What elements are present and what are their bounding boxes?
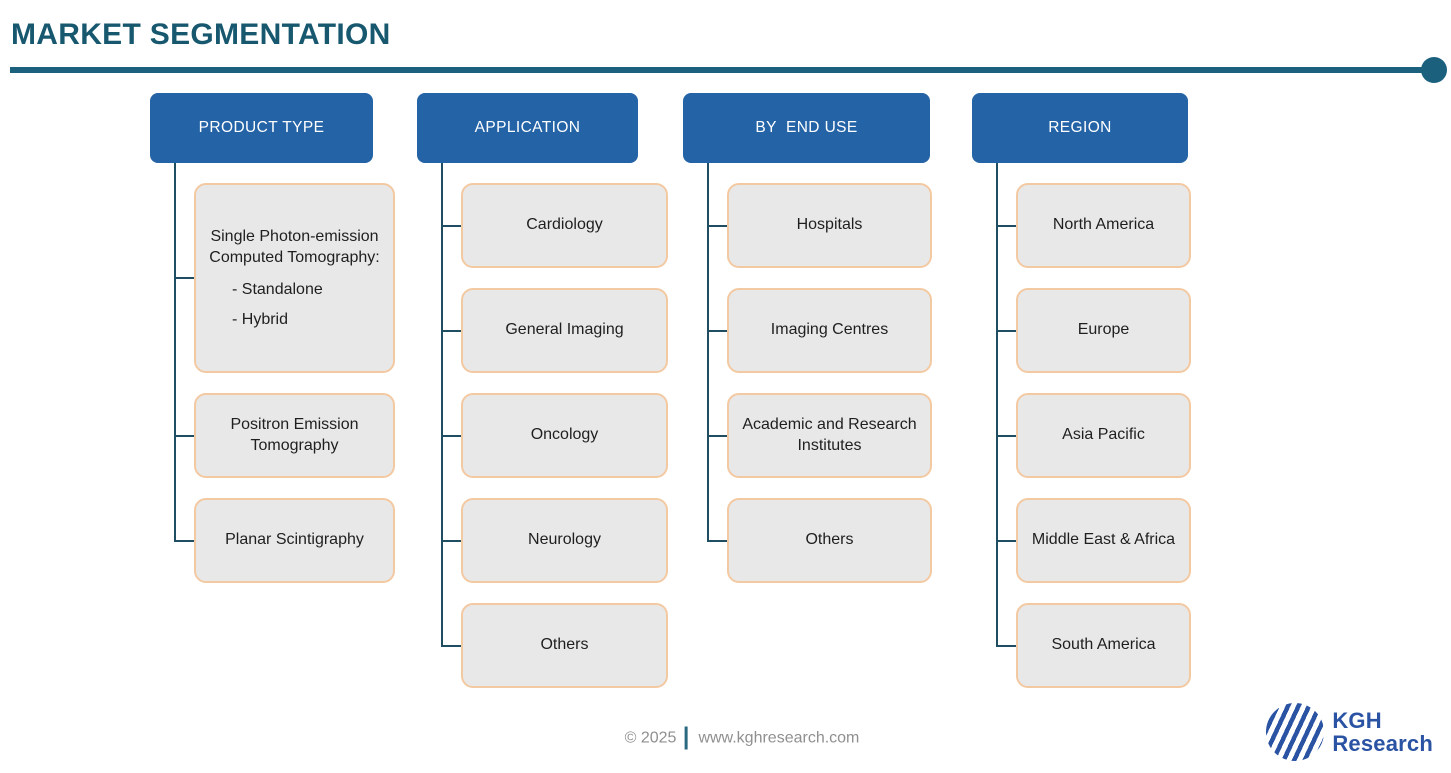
- segment-item: Imaging Centres: [727, 288, 932, 373]
- segment-item: South America: [1016, 603, 1191, 688]
- segment-item-sublabel: - Standalone: [232, 280, 323, 298]
- segment-item: North America: [1016, 183, 1191, 268]
- item-connector-wrap: Planar Scintigraphy: [174, 478, 395, 583]
- segment-item: Cardiology: [461, 183, 668, 268]
- column-header: BY END USE: [683, 93, 930, 163]
- segment-item-sublabel: - Hybrid: [232, 310, 289, 328]
- segment-item-label: South America: [1051, 636, 1156, 654]
- logo-line1: KGH: [1332, 707, 1382, 733]
- segment-item: Middle East & Africa: [1016, 498, 1191, 583]
- column-items: Single Photon-emission Computed Tomograp…: [174, 163, 395, 583]
- item-connector-wrap: Single Photon-emission Computed Tomograp…: [174, 163, 395, 373]
- segment-item-label: North America: [1052, 216, 1155, 234]
- segment-item: Positron Emission Tomography: [194, 393, 395, 478]
- segment-item: Hospitals: [727, 183, 932, 268]
- column-header: PRODUCT TYPE: [150, 93, 373, 163]
- item-connector-wrap: Imaging Centres: [707, 268, 932, 373]
- column-header: APPLICATION: [417, 93, 638, 163]
- item-connector-wrap: Cardiology: [441, 163, 668, 268]
- item-connector-wrap: Neurology: [441, 478, 668, 583]
- segment-item: Single Photon-emission Computed Tomograp…: [194, 183, 395, 373]
- item-connector-wrap: Asia Pacific: [996, 373, 1191, 478]
- item-connector-wrap: Middle East & Africa: [996, 478, 1191, 583]
- item-connector-wrap: Oncology: [441, 373, 668, 478]
- segment-item: General Imaging: [461, 288, 668, 373]
- item-connector-wrap: Others: [707, 478, 932, 583]
- title-divider-line: [10, 67, 1424, 73]
- segment-item: Oncology: [461, 393, 668, 478]
- segment-item-label: Academic and Research Institutes: [742, 415, 917, 454]
- segment-item-label: Single Photon-emission Computed Tomograp…: [209, 228, 380, 266]
- item-connector-wrap: Europe: [996, 268, 1191, 373]
- footer-separator-bar: [684, 726, 688, 750]
- segment-item-label: Others: [805, 531, 854, 549]
- segment-item-label: Imaging Centres: [770, 321, 889, 339]
- copyright-text: © 2025: [624, 729, 677, 746]
- segment-item: Others: [727, 498, 932, 583]
- segment-item-label: Hospitals: [796, 216, 863, 234]
- globe-icon: [1266, 703, 1325, 761]
- segment-item-label: Middle East & Africa: [1031, 531, 1176, 549]
- item-connector-wrap: North America: [996, 163, 1191, 268]
- segment-item: Asia Pacific: [1016, 393, 1191, 478]
- logo-text: KGH Research: [1332, 709, 1433, 755]
- segment-item: Planar Scintigraphy: [194, 498, 395, 583]
- item-connector-wrap: Hospitals: [707, 163, 932, 268]
- item-connector-wrap: General Imaging: [441, 268, 668, 373]
- segment-item: Others: [461, 603, 668, 688]
- item-connector-wrap: Positron Emission Tomography: [174, 373, 395, 478]
- website-text: www.kghresearch.com: [698, 729, 860, 746]
- segment-item-label: Neurology: [528, 531, 601, 549]
- column-header: REGION: [972, 93, 1188, 163]
- item-connector-wrap: Others: [441, 583, 668, 688]
- logo-line2: Research: [1332, 731, 1433, 756]
- footer: © 2025 www.kghresearch.com: [624, 726, 860, 750]
- page-title: MARKET SEGMENTATION: [11, 18, 391, 51]
- segment-item-label: Positron Emission Tomography: [230, 415, 359, 454]
- item-connector-wrap: Academic and Research Institutes: [707, 373, 932, 478]
- segment-item-label: Europe: [1077, 321, 1130, 339]
- segment-item-label: Cardiology: [526, 216, 603, 234]
- segment-column: PRODUCT TYPE Single Photon-emission Compu…: [150, 93, 395, 583]
- segment-item: Neurology: [461, 498, 668, 583]
- segment-item-label: Asia Pacific: [1062, 426, 1145, 444]
- segment-item: Academic and Research Institutes: [727, 393, 932, 478]
- segment-item-label: General Imaging: [505, 321, 624, 339]
- segment-item: Europe: [1016, 288, 1191, 373]
- item-connector-wrap: South America: [996, 583, 1191, 688]
- divider-end-dot: [1421, 57, 1447, 83]
- segment-item-label: Oncology: [530, 426, 599, 444]
- kgh-research-logo: KGH Research: [1266, 703, 1433, 761]
- segment-item-label: Planar Scintigraphy: [225, 531, 364, 549]
- segment-item-label: Others: [540, 636, 589, 654]
